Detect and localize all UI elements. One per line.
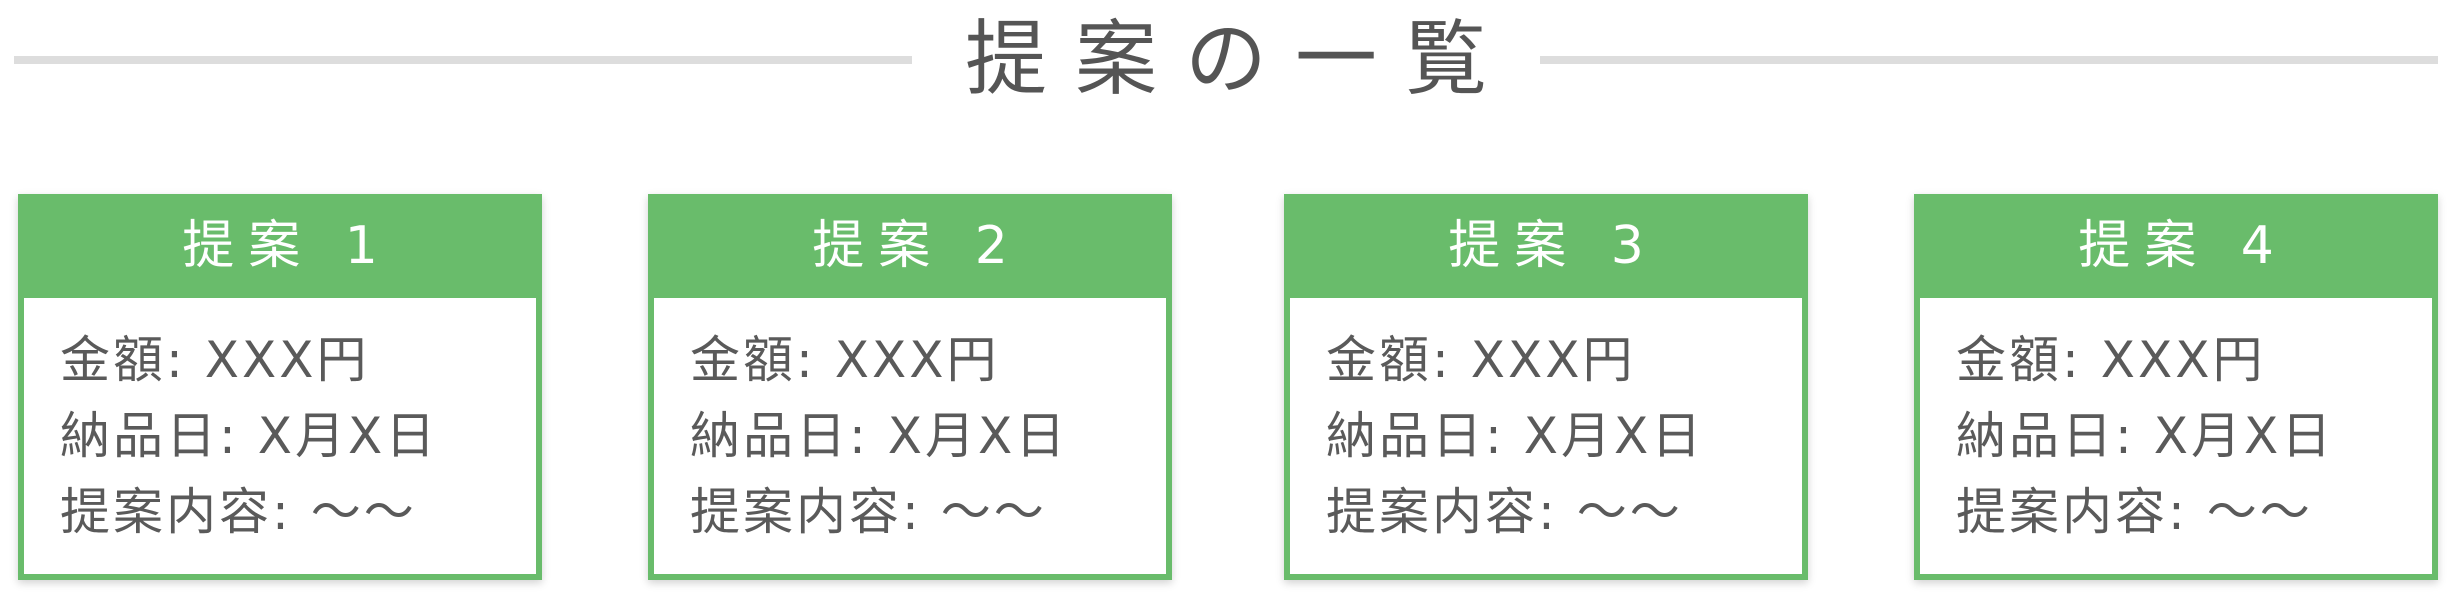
proposal-content: 提案内容: 〜〜 xyxy=(1326,483,1683,541)
proposal-amount: 金額: XXX円 xyxy=(60,331,370,389)
proposal-content: 提案内容: 〜〜 xyxy=(1956,483,2313,541)
proposal-content: 提案内容: 〜〜 xyxy=(60,483,417,541)
proposal-amount: 金額: XXX円 xyxy=(1956,331,2266,389)
title-row: 提案の一覧 xyxy=(0,0,2451,120)
proposal-delivery-date: 納品日: X月X日 xyxy=(690,407,1069,465)
proposal-card-title: 提案 3 xyxy=(1284,194,1808,298)
proposal-card-body: 金額: XXX円 納品日: X月X日 提案内容: 〜〜 xyxy=(654,298,1166,550)
proposal-delivery-date: 納品日: X月X日 xyxy=(1956,407,2335,465)
proposal-delivery-date: 納品日: X月X日 xyxy=(60,407,439,465)
proposal-card-title: 提案 2 xyxy=(648,194,1172,298)
proposal-card-4[interactable]: 提案 4 金額: XXX円 納品日: X月X日 提案内容: 〜〜 xyxy=(1914,194,2438,580)
title-divider-right xyxy=(1540,56,2438,64)
proposal-amount: 金額: XXX円 xyxy=(1326,331,1636,389)
proposal-amount: 金額: XXX円 xyxy=(690,331,1000,389)
proposal-card-title: 提案 4 xyxy=(1914,194,2438,298)
proposal-card-body: 金額: XXX円 納品日: X月X日 提案内容: 〜〜 xyxy=(1920,298,2432,550)
proposal-card-body: 金額: XXX円 納品日: X月X日 提案内容: 〜〜 xyxy=(24,298,536,550)
proposal-card-body: 金額: XXX円 納品日: X月X日 提案内容: 〜〜 xyxy=(1290,298,1802,550)
proposal-card-1[interactable]: 提案 1 金額: XXX円 納品日: X月X日 提案内容: 〜〜 xyxy=(18,194,542,580)
proposal-card-3[interactable]: 提案 3 金額: XXX円 納品日: X月X日 提案内容: 〜〜 xyxy=(1284,194,1808,580)
proposal-card-2[interactable]: 提案 2 金額: XXX円 納品日: X月X日 提案内容: 〜〜 xyxy=(648,194,1172,580)
proposal-card-title: 提案 1 xyxy=(18,194,542,298)
proposal-delivery-date: 納品日: X月X日 xyxy=(1326,407,1705,465)
title-divider-left xyxy=(14,56,912,64)
page-title: 提案の一覧 xyxy=(964,12,1515,107)
proposal-content: 提案内容: 〜〜 xyxy=(690,483,1047,541)
